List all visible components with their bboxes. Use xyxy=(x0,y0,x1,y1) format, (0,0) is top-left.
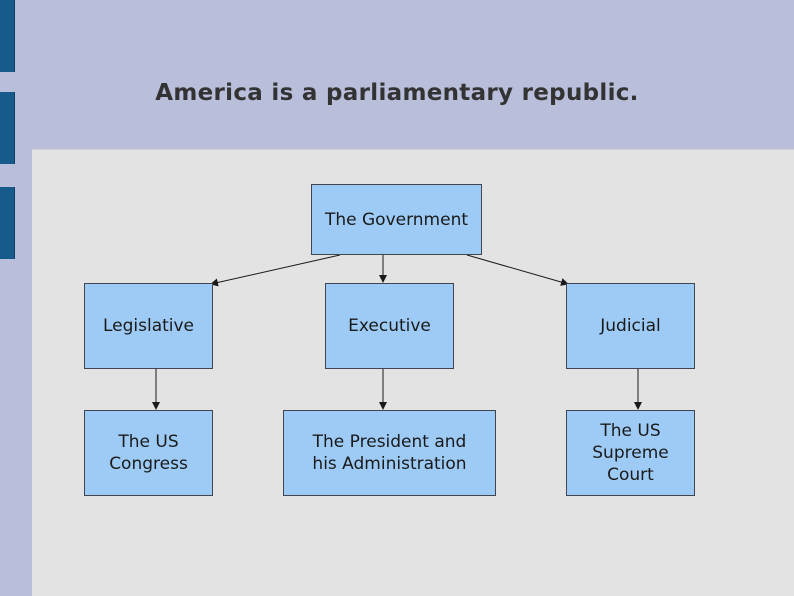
side-tab xyxy=(0,0,15,72)
president-box: The President and his Administration xyxy=(283,410,496,496)
arrow-gov-to-judicial xyxy=(466,254,569,286)
slide-title: America is a parliamentary republic. xyxy=(155,80,639,106)
side-tab xyxy=(0,187,15,259)
legislative-box: Legislative xyxy=(84,283,213,369)
government-box: The Government xyxy=(311,184,482,255)
supreme-court-box: The US Supreme Court xyxy=(566,410,695,496)
executive-box: Executive xyxy=(325,283,454,369)
arrow-gov-to-legislative xyxy=(210,254,341,287)
judicial-box: Judicial xyxy=(566,283,695,369)
side-tab xyxy=(0,92,15,164)
congress-box: The US Congress xyxy=(84,410,213,496)
